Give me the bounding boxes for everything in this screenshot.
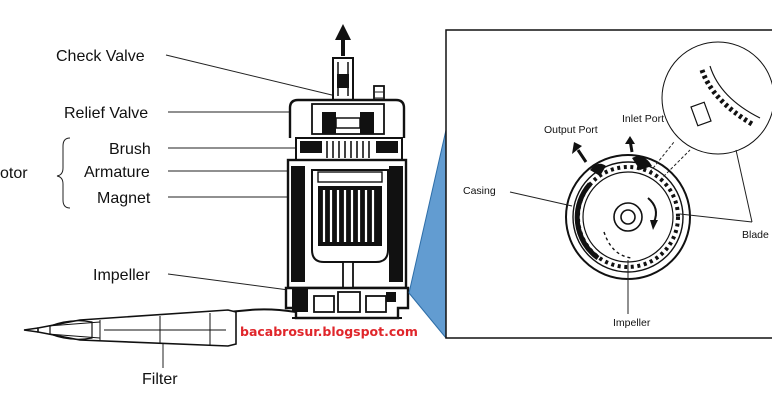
label-inlet-port: Inlet Port bbox=[622, 113, 664, 125]
magnet-left bbox=[291, 166, 305, 282]
label-detail-impeller: Impeller bbox=[613, 317, 651, 329]
shaft bbox=[342, 261, 354, 289]
leader-lines bbox=[162, 54, 337, 368]
port-flow-arrows-icon bbox=[572, 136, 635, 163]
magnet-right bbox=[389, 166, 403, 282]
brush-commutator bbox=[295, 137, 403, 161]
output-port bbox=[590, 163, 606, 176]
fuel-pump-cross-section bbox=[227, 24, 410, 320]
label-magnet: Magnet bbox=[97, 190, 151, 207]
label-filter: Filter bbox=[142, 371, 178, 388]
label-relief-valve: Relief Valve bbox=[64, 105, 148, 122]
label-motor: otor bbox=[0, 165, 28, 182]
label-armature: Armature bbox=[84, 164, 150, 181]
outlet-arrow-icon bbox=[335, 24, 351, 56]
watermark: bacabrosur.blogspot.com bbox=[240, 324, 418, 339]
detail-leader-lines bbox=[509, 149, 753, 314]
blade-magnifier bbox=[649, 41, 772, 181]
fuel-filter bbox=[23, 309, 237, 347]
zoom-wedge bbox=[409, 130, 446, 338]
motor-brace bbox=[56, 137, 71, 209]
impeller-detail bbox=[565, 136, 691, 280]
check-valve bbox=[332, 57, 354, 101]
label-casing: Casing bbox=[463, 185, 496, 197]
label-output-port: Output Port bbox=[544, 124, 598, 136]
label-brush: Brush bbox=[109, 141, 151, 158]
label-impeller: Impeller bbox=[93, 267, 151, 284]
rotation-arrow-icon bbox=[647, 197, 657, 223]
armature bbox=[311, 169, 389, 263]
inlet-tube bbox=[227, 308, 297, 313]
inlet-port bbox=[632, 156, 652, 170]
label-check-valve: Check Valve bbox=[56, 48, 145, 65]
label-blade: Blade bbox=[742, 229, 769, 241]
impeller-blade-ring bbox=[576, 165, 680, 269]
impeller-housing bbox=[284, 286, 410, 320]
